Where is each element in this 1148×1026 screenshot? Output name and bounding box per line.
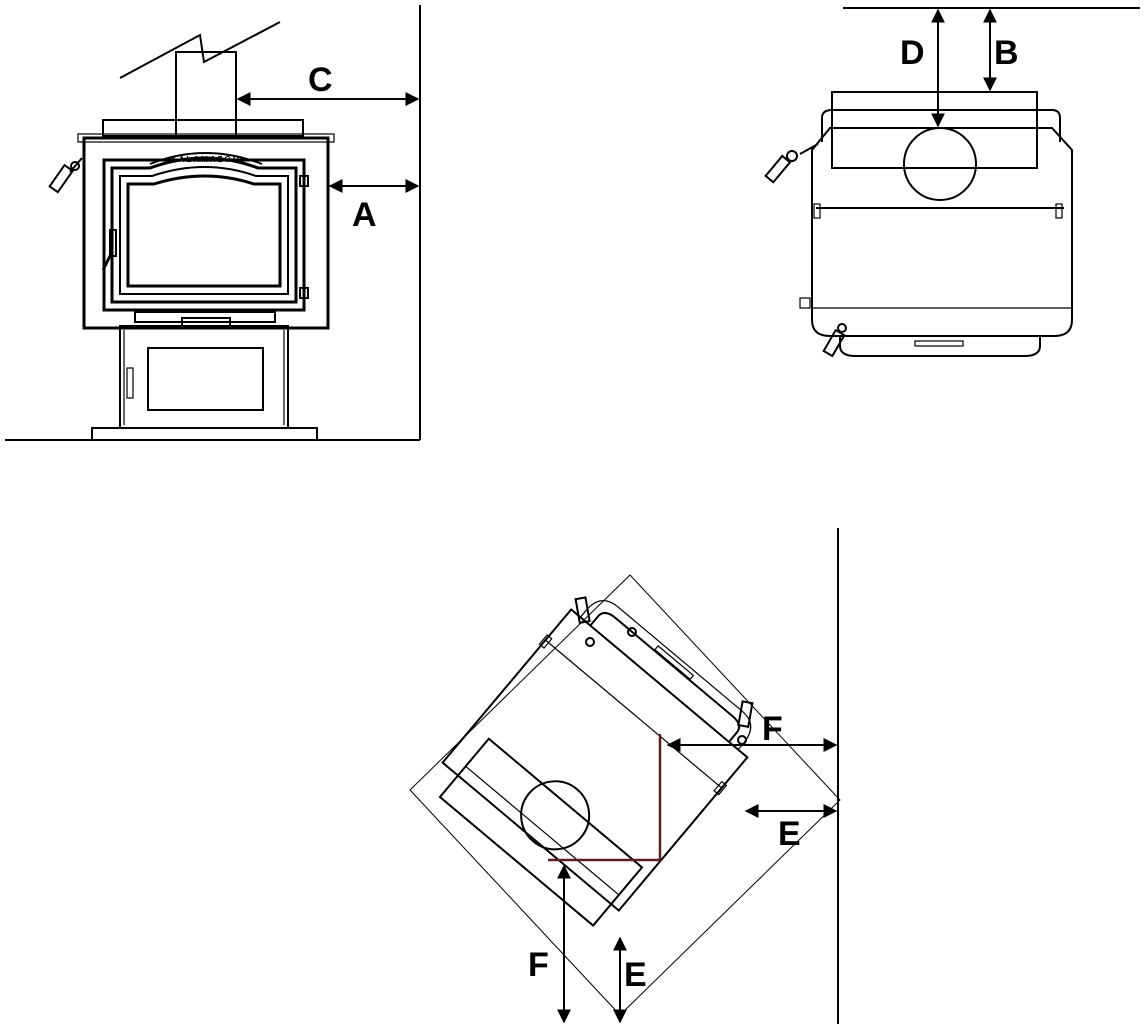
- label-e-side: E: [778, 815, 801, 853]
- label-a: A: [352, 196, 377, 234]
- door-handle-top: [822, 323, 847, 358]
- damper-handle-top: [764, 143, 819, 184]
- logo: KALAMAZOO: [171, 155, 241, 164]
- label-f-side: F: [762, 710, 783, 748]
- stove-body-top: [799, 91, 1073, 357]
- pedestal: [119, 325, 289, 429]
- label-d: D: [900, 34, 925, 72]
- stove-body-front: KALAMAZOO: [77, 119, 335, 330]
- flue-pipe: [119, 21, 281, 137]
- label-f-bottom: F: [528, 946, 549, 984]
- front-view: KALAMAZOO A C: [5, 5, 421, 441]
- top-view: D B: [764, 7, 1140, 358]
- label-c: C: [308, 61, 333, 99]
- stove-body-corner: [438, 600, 752, 927]
- label-e-bottom: E: [624, 956, 647, 994]
- corner-marker: [548, 734, 662, 862]
- corner-view: F E F E: [409, 528, 841, 1024]
- hearth-pad: [91, 427, 318, 441]
- handles-corner: [574, 596, 754, 745]
- label-b: B: [994, 34, 1019, 72]
- damper-handle-front: [48, 157, 83, 194]
